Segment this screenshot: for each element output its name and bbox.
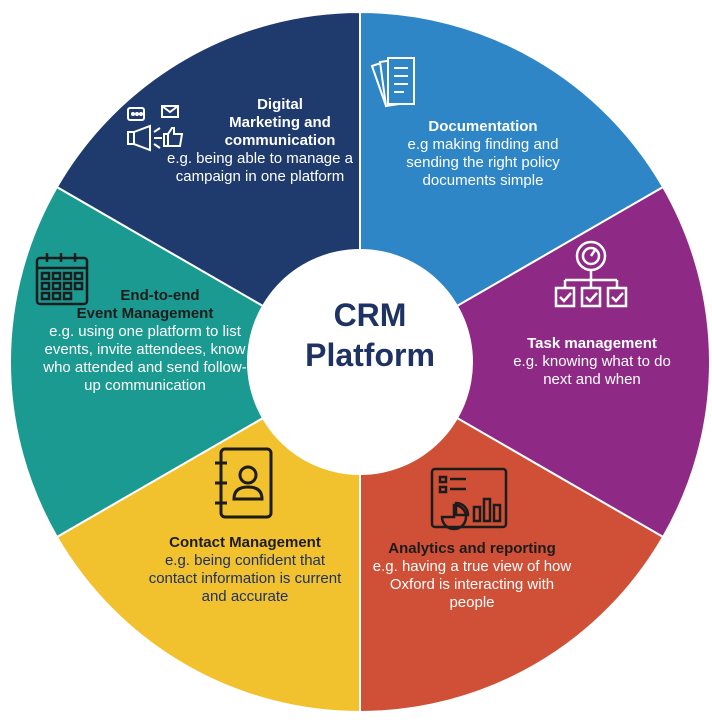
segment-event-text: End-to-end Event Management e.g. using o…: [40, 287, 250, 395]
segment-digital-marketing-title-3: communication: [224, 132, 336, 149]
segment-analytics-desc: e.g. having a true view of how Oxford is…: [372, 558, 572, 611]
segment-event-desc: e.g. using one platform to list events, …: [43, 323, 247, 394]
center-circle: [247, 249, 473, 475]
segment-task-wedge: [357, 185, 711, 539]
segment-documentation-wedge: [359, 10, 665, 364]
segment-task-management-title: Task management: [527, 335, 657, 352]
segment-analytics-title: Analytics and reporting: [388, 540, 556, 557]
segment-task-management-text: Task management e.g. knowing what to do …: [512, 335, 672, 389]
segment-contact-text: Contact Management e.g. being confident …: [140, 534, 350, 606]
segment-documentation-text: Documentation e.g making finding and sen…: [392, 118, 574, 190]
center-label-line1: CRM: [333, 297, 407, 333]
segment-task-management-desc: e.g. knowing what to do next and when: [513, 353, 671, 388]
segment-documentation-title: Documentation: [428, 118, 538, 135]
segment-event-title-2: Event Management: [76, 305, 214, 322]
segment-digital-marketing-desc: e.g. being able to manage a campaign in …: [167, 150, 353, 185]
center-label-line2: Platform: [305, 337, 435, 373]
segment-documentation-desc: e.g making finding and sending the right…: [406, 136, 560, 189]
calendar-icon: [35, 253, 89, 306]
segment-contact-wedge: [55, 360, 361, 714]
segment-digital-wedge: [55, 10, 361, 364]
segment-digital-marketing-text: Digital Marketing and communication e.g.…: [160, 96, 360, 186]
address-book-icon: [215, 447, 273, 519]
segment-analytics-text: Analytics and reporting e.g. having a tr…: [372, 540, 572, 612]
segment-digital-marketing-title-2: Marketing and: [229, 114, 331, 131]
megaphone-icon: [127, 105, 184, 152]
task-flow-icon: [554, 240, 628, 308]
segment-event-title-1: End-to-end: [120, 287, 200, 304]
segment-digital-marketing-title-1: Digital: [257, 96, 303, 113]
segment-contact-desc: e.g. being confident that contact inform…: [148, 552, 342, 605]
segment-contact-title: Contact Management: [169, 534, 321, 551]
center-label: CRM Platform: [260, 295, 480, 375]
documents-icon: [370, 56, 415, 108]
dashboard-chart-icon: [430, 467, 508, 531]
segment-analytics-wedge: [359, 360, 665, 714]
segment-event-wedge: [9, 185, 363, 539]
